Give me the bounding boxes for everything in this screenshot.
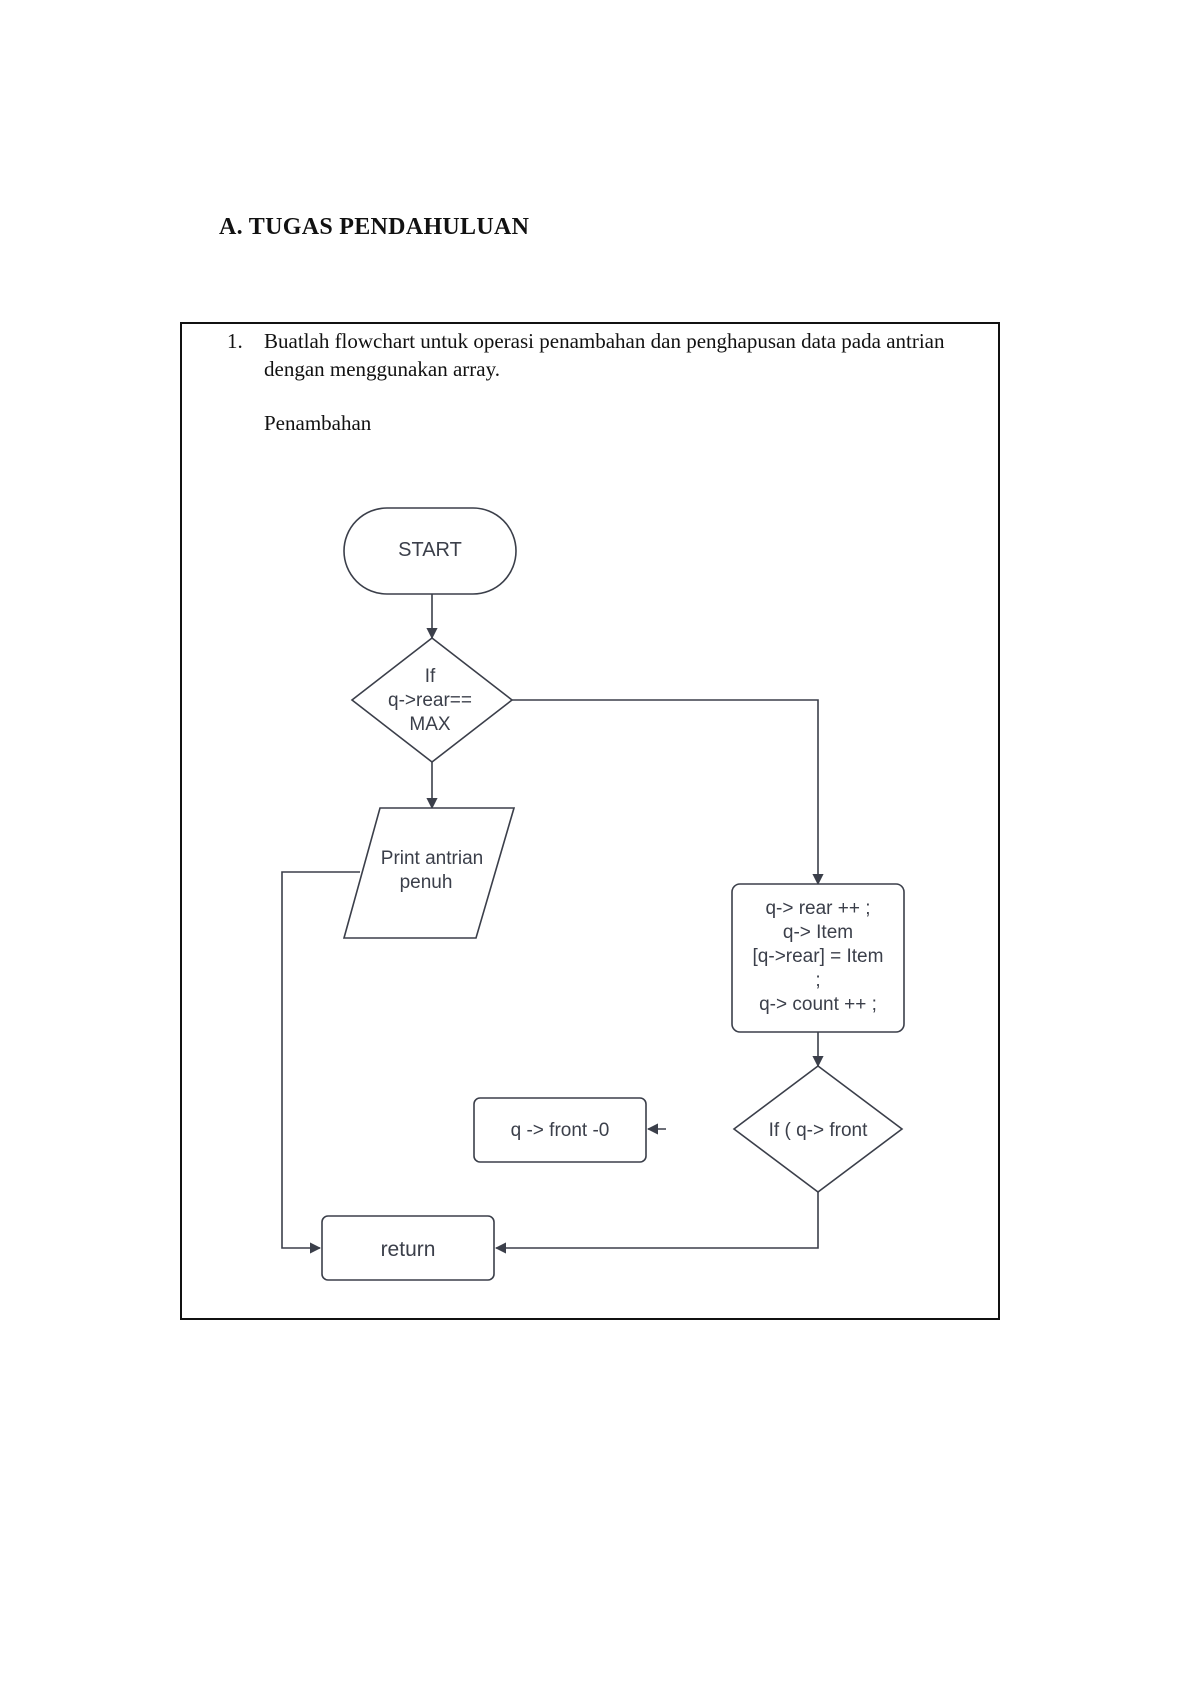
return-terminator	[321, 1215, 495, 1281]
decision-rear-max-line-3: MAX	[409, 714, 451, 735]
process-line-4: ;	[815, 970, 820, 991]
task-box	[180, 322, 1000, 1320]
task-number: 1.	[227, 329, 243, 353]
print-label-line-2: penuh	[400, 872, 453, 893]
start-terminator	[343, 507, 517, 595]
section-heading: A. TUGAS PENDAHULUAN	[219, 214, 530, 240]
decision-front-label: If ( q-> front	[769, 1120, 868, 1141]
decision-rear-max-line-1: If	[425, 666, 436, 687]
decision-front	[732, 1065, 904, 1193]
decision-rear-max-line-2: q->rear==	[388, 690, 472, 711]
set-front-process	[473, 1097, 647, 1163]
process-line-3: [q->rear] = Item	[753, 946, 884, 967]
set-front-label: q -> front -0	[511, 1120, 610, 1141]
print-antrian-penuh-io	[342, 807, 516, 939]
process-line-1: q-> rear ++ ;	[765, 898, 870, 919]
task-instruction: Buatlah flowchart untuk operasi penambah…	[264, 329, 945, 381]
process-insert-item	[731, 883, 905, 1033]
connector-decision-front-to-return	[494, 1192, 819, 1254]
process-line-2: q-> Item	[783, 922, 853, 943]
start-label: START	[398, 539, 462, 561]
decision-rear-max	[350, 636, 514, 764]
process-line-5: q-> count ++ ;	[759, 994, 877, 1015]
connector-print-to-return	[281, 871, 360, 1254]
print-label-line-1: Print antrian	[381, 848, 483, 869]
connector-decision-to-process	[512, 699, 824, 886]
subsection-label: Penambahan	[264, 411, 372, 435]
return-label: return	[381, 1238, 436, 1261]
